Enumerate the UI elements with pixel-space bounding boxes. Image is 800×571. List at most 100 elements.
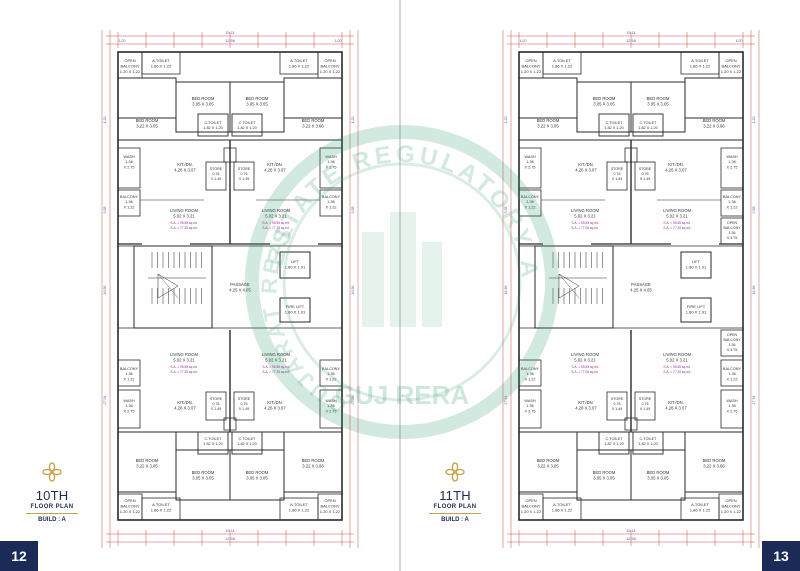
side-dimension: 27.54: [504, 396, 508, 405]
room-label-kit-dn: KIT./DN.: [267, 162, 283, 167]
room-label-kit-dn: 4.26 X 3.07: [174, 406, 196, 411]
page-gutter: [399, 0, 401, 571]
room-label-bed-room-c: BED ROOM: [302, 458, 325, 463]
room-label-balcony: X 1.22: [326, 205, 337, 209]
area-statement: S.A. = 77.28 sq.mt.: [262, 370, 289, 374]
room-label-store: X 1.49: [640, 177, 650, 181]
top-dimension: 1.20: [520, 39, 527, 43]
room-label-wash: 1.36: [125, 404, 132, 408]
lift-shaft: [279, 251, 311, 279]
room-label-bed-room-b: 3.05 X 3.05: [246, 102, 268, 107]
room-label-wash: X 2.75: [727, 409, 738, 413]
room-label-balcony: X 1.22: [525, 205, 536, 209]
bottom-dimension: 15.11: [225, 528, 235, 533]
room-label-c-toilet: C.TOILET: [238, 121, 256, 125]
room-label-bed-room-b: 3.05 X 3.05: [647, 102, 669, 107]
room-label-store: STORE: [210, 167, 223, 171]
room-label-bed-room-c: 3.22 X 3.66: [703, 464, 725, 469]
duct-cross: [558, 273, 580, 299]
c-toilet-wall: [598, 113, 630, 137]
area-statement: S.A. = 77.28 sq.mt.: [571, 226, 598, 230]
room-label-open-balcony: BALCONY: [120, 503, 139, 508]
room-label-bed-room-b: 3.05 X 3.05: [246, 476, 268, 481]
room-label-a-toilet: 1.86 X 1.22: [552, 63, 573, 68]
duct-cross: [157, 273, 179, 299]
bottom-dimension: 12.56: [626, 536, 637, 541]
toilet-wall: [542, 51, 582, 75]
room-label-a-toilet: 1.86 X 1.22: [151, 507, 172, 512]
floor-subtitle: FLOOR PLAN: [433, 504, 477, 510]
bottom-dimension: 12.56: [225, 536, 236, 541]
room-label-balcony: BALCONY: [120, 195, 139, 199]
room-label-passage: PASSAGE: [230, 282, 250, 287]
top-dimension: 1.20: [335, 39, 342, 43]
balcony-wall: [319, 359, 343, 387]
room-label-bed-room-a: BED ROOM: [136, 118, 159, 123]
balcony-wall: [117, 189, 141, 217]
c-toilet-wall: [632, 113, 664, 137]
room-label-wash: X 2.75: [727, 165, 738, 169]
room-label-balcony: 1.36: [327, 372, 334, 376]
room-label-a-toilet: 1.86 X 1.22: [289, 63, 310, 68]
room-label-kit-dn: 4.26 X 3.07: [665, 168, 687, 173]
wash-wall: [117, 389, 141, 429]
open-balcony-side-wall: [720, 217, 744, 245]
room-label-living-room: LIVING ROOM: [663, 352, 691, 357]
room-label-wash: WASH: [123, 155, 135, 159]
area-statement: S.A. = 77.28 sq.mt.: [170, 370, 197, 374]
area-statement: S.A. = 95.55 sq.mt.: [663, 221, 690, 225]
room-label-fire-lift: 1.80 X 1.91: [285, 309, 306, 314]
bedroom-wall: [229, 449, 285, 501]
room-label-store: STORE: [238, 167, 251, 171]
room-label-bed-room-a: BED ROOM: [537, 118, 560, 123]
room-label-balcony: X 1.22: [525, 377, 536, 381]
bedroom-wall: [630, 449, 686, 501]
room-label-a-toilet: 1.86 X 1.22: [690, 507, 711, 512]
room-label-open-balcony: 1.20 X 1.22: [521, 509, 542, 514]
room-label-balcony: X 1.22: [124, 205, 135, 209]
build-label: BUILD : A: [441, 517, 469, 523]
room-label-passage: 4.25 X 4.05: [229, 288, 251, 293]
room-label-open-balcony-side: X 3.75: [727, 348, 737, 352]
floor-label-10th: 10TH FLOOR PLAN BUILD : A: [12, 462, 92, 524]
balcony-wall: [518, 189, 542, 217]
floor-subtitle: FLOOR PLAN: [30, 504, 74, 510]
balcony-wall: [518, 359, 542, 387]
toilet-wall: [542, 497, 582, 521]
room-label-wash: 1.36: [526, 160, 533, 164]
room-label-balcony: BALCONY: [322, 367, 341, 371]
room-label-balcony: 1.36: [728, 372, 735, 376]
bedroom-wall: [684, 77, 744, 119]
room-label-open-balcony: BALCONY: [320, 503, 339, 508]
area-statement: S.A. = 95.55 sq.mt.: [571, 365, 598, 369]
room-label-wash: WASH: [726, 155, 738, 159]
side-dimension: 16.86: [752, 286, 756, 295]
room-label-store: X 1.49: [239, 407, 249, 411]
side-dimension: 3.58: [351, 207, 355, 214]
wash-wall: [117, 147, 141, 189]
room-label-open-balcony: 1.20 X 1.22: [120, 69, 141, 74]
room-label-bed-room-b: BED ROOM: [647, 470, 670, 475]
room-label-bed-room-c: BED ROOM: [302, 118, 325, 123]
bedroom-wall: [630, 81, 686, 133]
room-label-store: X 1.49: [612, 177, 622, 181]
area-statement: S.A. = 95.55 sq.mt.: [170, 365, 197, 369]
floor-number: 10TH: [35, 488, 69, 503]
c-toilet-wall: [231, 113, 263, 137]
toilet-wall: [279, 51, 319, 75]
toilet-wall: [141, 51, 181, 75]
room-label-bed-room-b: BED ROOM: [192, 470, 215, 475]
room-label-lift: 1.80 X 1.91: [686, 264, 707, 269]
room-label-bed-room-c: 3.22 X 3.66: [302, 464, 324, 469]
room-label-store: 0.76: [241, 172, 248, 176]
store-wall: [205, 391, 227, 421]
top-dimension: 15.11: [225, 30, 235, 35]
toilet-wall: [680, 497, 720, 521]
room-label-c-toilet: C.TOILET: [204, 437, 222, 441]
room-label-living-room: LIVING ROOM: [170, 208, 198, 213]
room-label-a-toilet: A.TOILET: [290, 502, 308, 507]
flower-emblem-icon: [445, 462, 465, 482]
room-label-bed-room-a: BED ROOM: [537, 458, 560, 463]
wash-wall: [319, 147, 343, 189]
